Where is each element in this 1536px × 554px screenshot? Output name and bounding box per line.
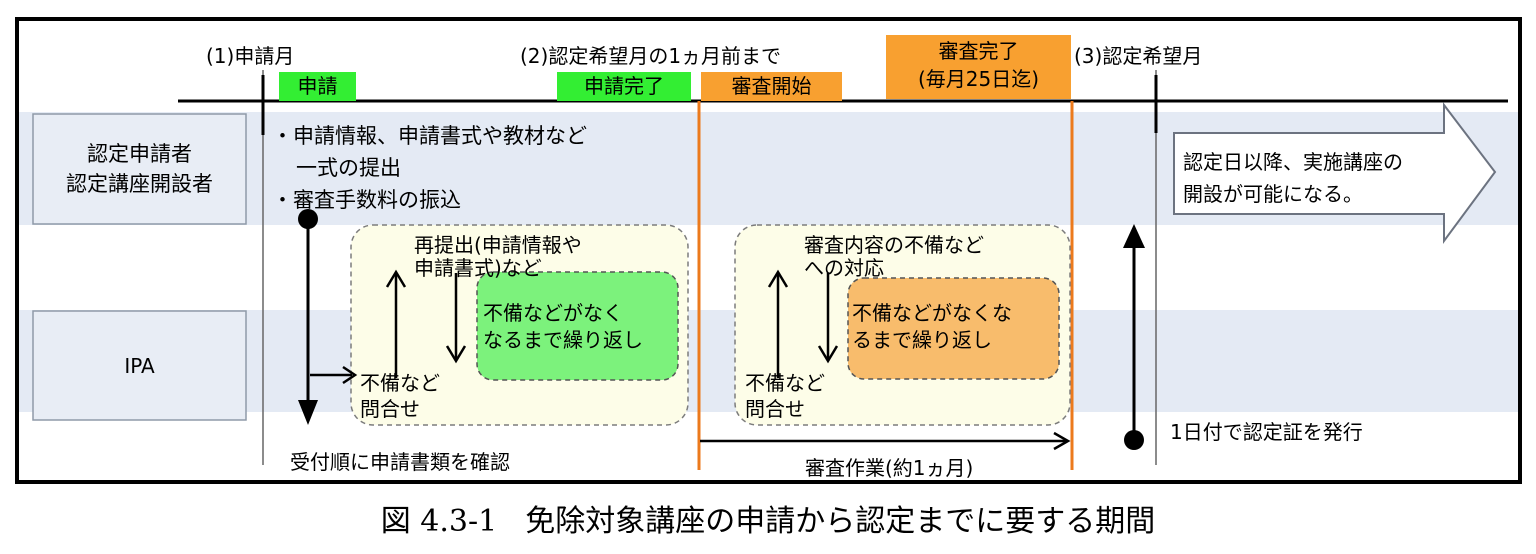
loop1-repeat-box <box>476 271 679 381</box>
applicant-lane-label-1: 認定申請者 <box>87 142 192 166</box>
issue-label: 1日付で認定証を発行 <box>1170 420 1363 444</box>
flow-down-arrowhead <box>298 400 318 425</box>
milestone-3-label: (3)認定希望月 <box>1074 44 1203 68</box>
applicant-action-1-cont: 一式の提出 <box>296 156 401 180</box>
ipa-lane-label: IPA <box>124 354 155 378</box>
figure-caption: 図 4.3-1 免除対象講座の申請から認定までに要する期間 <box>0 496 1536 540</box>
result-line1: 認定日以降、実施講座の <box>1183 150 1403 174</box>
milestone-2-label: (2)認定希望月の1ヵ月前まで <box>520 44 782 68</box>
loop1-down-arrowhead <box>445 345 467 364</box>
applicant-lane-label-2: 認定講座開設者 <box>66 172 213 196</box>
loop1-inquiry-line1: 不備など <box>360 371 440 395</box>
loop1-resubmit-line2: 申請書式)など <box>414 256 542 280</box>
review-work-label: 審査作業(約1ヵ月) <box>805 456 974 480</box>
loop2-repeat-line2: るまで繰り返し <box>852 328 992 352</box>
loop1-repeat-line1: 不備などがなく <box>483 301 623 325</box>
loop1-inquiry-line2: 問合せ <box>360 397 420 421</box>
result-line2: 開設が可能になる。 <box>1183 182 1363 206</box>
applicant-action-1: ・申請情報、申請書式や教材など <box>272 124 587 148</box>
loop2-inquiry-line1: 不備など <box>745 371 825 395</box>
loop2-down-arrowhead <box>817 345 839 364</box>
loop2-repeat-line1: 不備などがなくな <box>852 301 1012 325</box>
apply-done-tag-bg <box>557 72 691 101</box>
confirm-label: 受付順に申請書類を確認 <box>290 450 510 474</box>
figure-title: 免除対象講座の申請から認定までに要する期間 <box>525 504 1156 539</box>
review-start-tag: 審査開始 <box>731 74 812 98</box>
loop1-repeat-line2: なるまで繰り返し <box>483 328 643 352</box>
issue-up-arrowhead <box>1123 224 1145 248</box>
loop2-inquiry-line2: 問合せ <box>745 397 805 421</box>
result-arrow <box>1173 102 1497 245</box>
review-done-tag-line1: 審査完了 <box>938 39 1019 63</box>
loop1-up-arrowhead <box>385 269 407 288</box>
flow-right-arrowhead <box>342 365 358 385</box>
apply-done-tag: 申請完了 <box>584 74 664 98</box>
review-done-tag-bg <box>886 35 1071 99</box>
loop2-response-line2: への対応 <box>804 256 884 280</box>
figure-number: 図 4.3-1 <box>380 504 498 539</box>
ipa-lane-box <box>32 310 247 421</box>
review-work-arrowhead <box>1053 431 1071 451</box>
loop2-repeat-box <box>847 277 1060 380</box>
applicant-lane-box <box>32 113 247 225</box>
loop2-up-arrowhead <box>767 269 789 288</box>
apply-tag: 申請 <box>297 74 338 98</box>
review-done-tag-line2: (毎月25日迄) <box>917 67 1040 91</box>
milestone-1-label: (1)申請月 <box>206 44 295 68</box>
applicant-action-2: ・審査手数料の振込 <box>272 188 461 212</box>
apply-tag-bg <box>279 72 356 101</box>
loop2-response-line1: 審査内容の不備など <box>804 233 984 257</box>
loop1-resubmit-line1: 再提出(申請情報や <box>414 233 582 257</box>
review-start-tag-bg <box>701 72 842 101</box>
